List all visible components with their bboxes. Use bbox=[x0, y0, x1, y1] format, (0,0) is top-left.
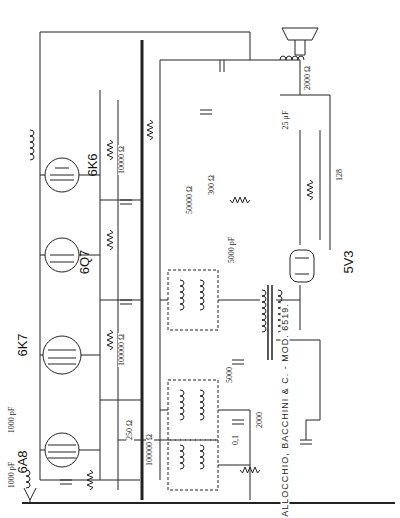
resistor-symbol bbox=[147, 120, 153, 140]
tube-label: 6A8 bbox=[16, 449, 29, 474]
component-value: 100000 Ω bbox=[146, 433, 154, 467]
component-value: 250 Ω bbox=[126, 419, 134, 441]
component-value: 25 μF bbox=[282, 110, 290, 131]
coil-symbol bbox=[262, 290, 266, 332]
component-value: 1000 pF bbox=[8, 406, 16, 434]
resistor-symbol bbox=[107, 230, 113, 250]
coil-symbol bbox=[200, 445, 204, 469]
title: ALLOCCHIO, BACCHINI & C. - MOD. 6519. bbox=[281, 302, 290, 518]
tube-label: 6K6 bbox=[86, 152, 99, 177]
component-value: 2000 Ω bbox=[304, 65, 312, 91]
resistor-symbol bbox=[240, 467, 260, 473]
resistor-symbol bbox=[307, 180, 313, 200]
coil-symbol bbox=[180, 390, 184, 420]
resistor-symbol bbox=[87, 470, 93, 490]
component-value: 2000 bbox=[256, 411, 264, 429]
resistor-symbol bbox=[127, 420, 133, 440]
component-value: 100000 Ω bbox=[118, 333, 126, 367]
coil-symbol bbox=[30, 130, 34, 160]
resistor-symbol bbox=[230, 197, 250, 203]
component-value: 300 Ω bbox=[208, 174, 216, 196]
tube-label: 5V3 bbox=[342, 249, 355, 274]
component-value: 128 bbox=[336, 168, 344, 182]
coil-symbol bbox=[280, 56, 304, 60]
component-value: 0,1 bbox=[232, 434, 240, 446]
coil-symbol bbox=[200, 390, 204, 420]
component-value: 1000 pF bbox=[8, 461, 16, 489]
tube-label: 6Q7 bbox=[78, 249, 91, 276]
coil-symbol bbox=[180, 445, 184, 469]
coil-symbol bbox=[200, 280, 204, 310]
resistor-symbol bbox=[107, 140, 113, 160]
resistor-symbol bbox=[107, 330, 113, 350]
component-value: 5000 bbox=[226, 366, 234, 384]
tube-label: 6K7 bbox=[16, 332, 29, 357]
component-value: 10000 Ω bbox=[118, 145, 126, 175]
component-value: 50000 Ω bbox=[186, 185, 194, 215]
component-value: 5000 pF bbox=[228, 236, 236, 264]
coil-symbol bbox=[180, 280, 184, 310]
